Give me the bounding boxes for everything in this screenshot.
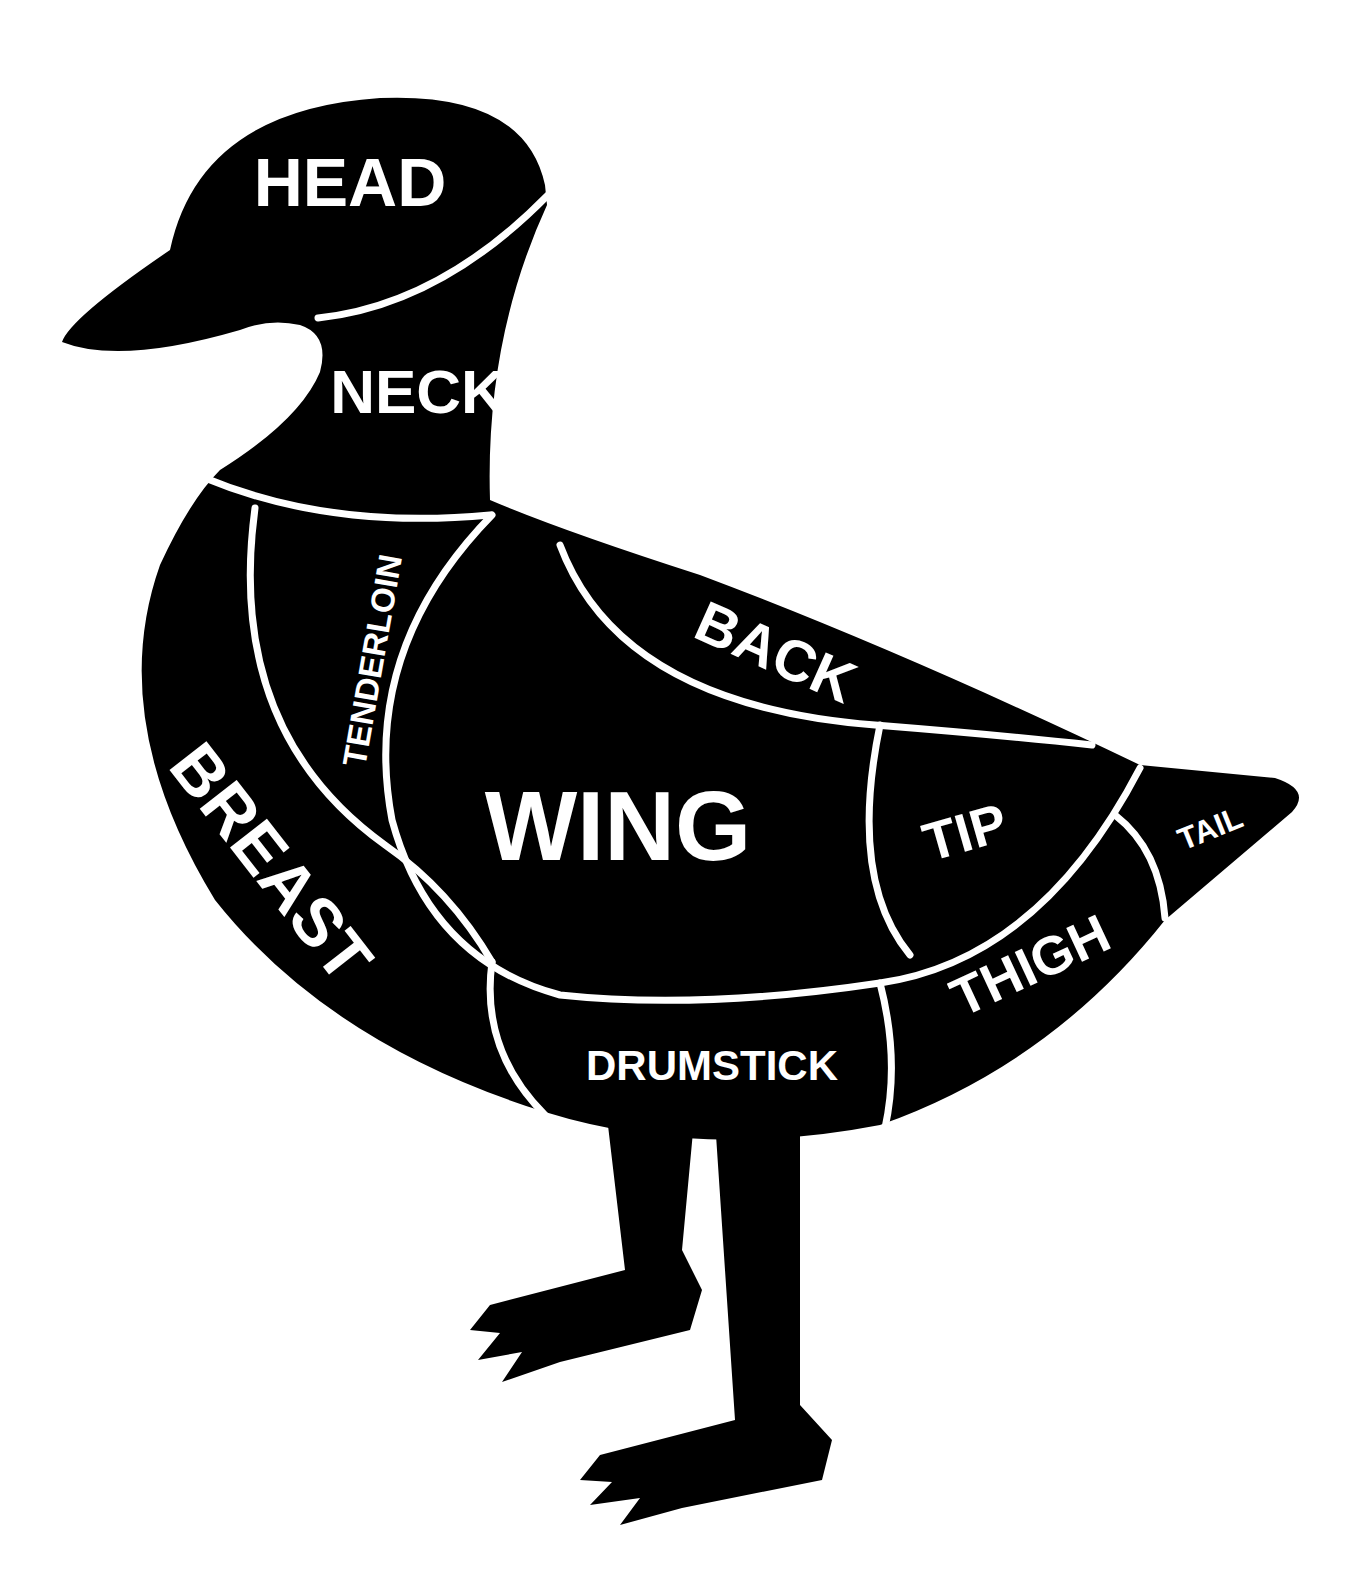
part-name: HEAD	[254, 148, 447, 216]
part-name: DRUMSTICK	[586, 1045, 838, 1087]
cut-lines	[205, 195, 1165, 1128]
duck-leg	[580, 1120, 832, 1525]
duck-leg	[470, 1100, 702, 1382]
part-name: NECK	[330, 361, 506, 423]
part-name: WING	[485, 777, 752, 875]
duck-silhouette	[62, 98, 1299, 1140]
